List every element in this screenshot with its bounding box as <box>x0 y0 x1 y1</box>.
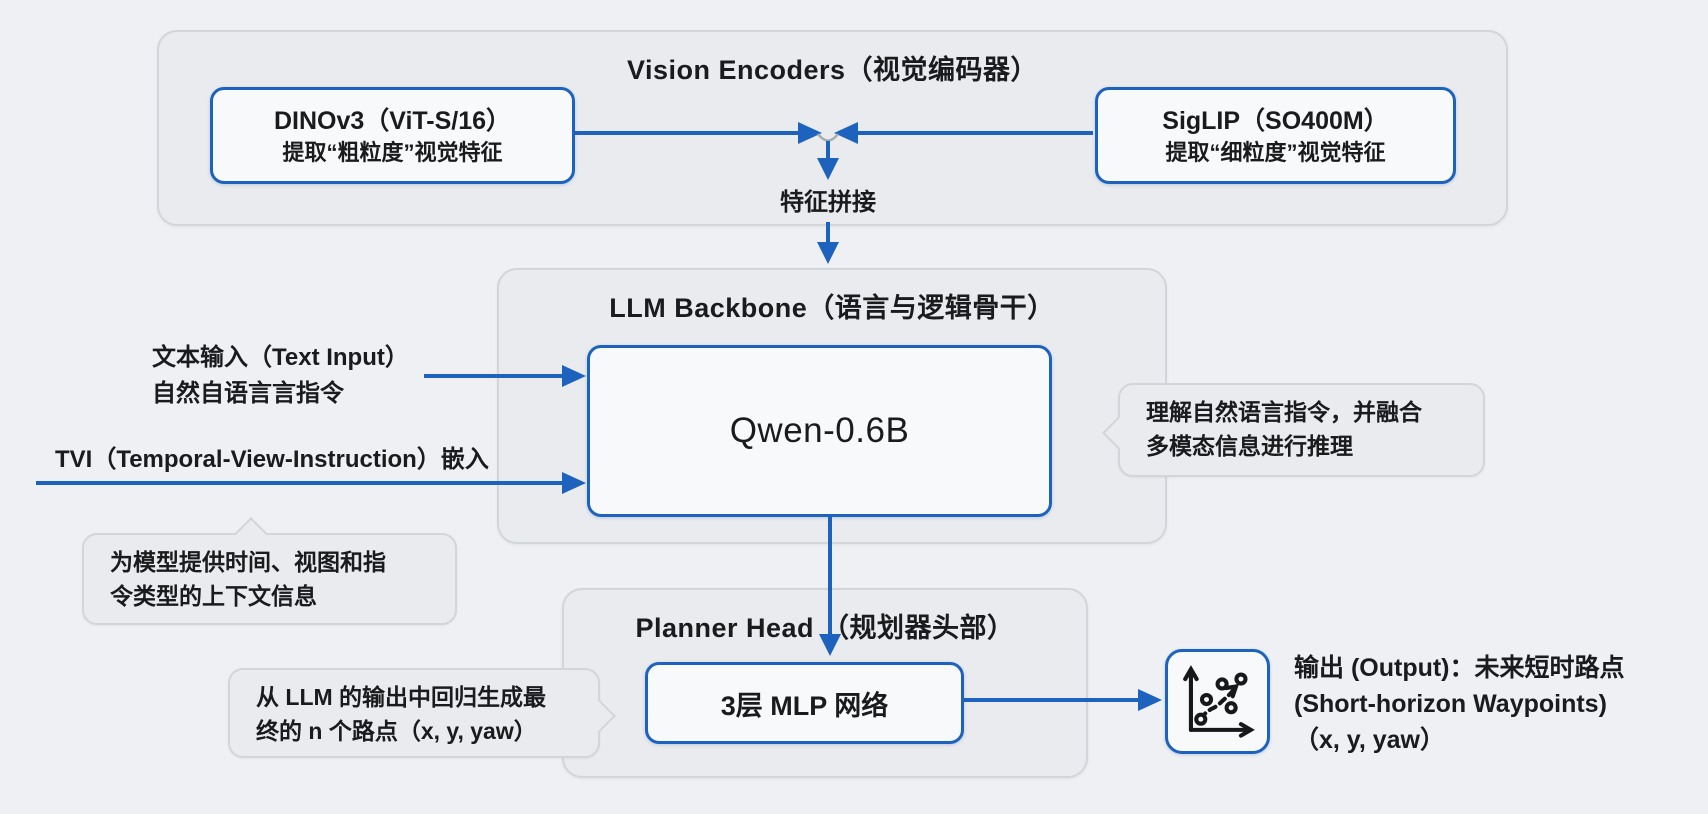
output-line1: 输出 (Output)：未来短时路点 <box>1294 654 1625 682</box>
planner-head-panel: Planner Head （规划器头部） 3层 MLP 网络 <box>562 588 1088 778</box>
tvi-label: TVI（Temporal-View-Instruction）嵌入 <box>55 446 489 473</box>
text-input-label-line1: 文本输入（Text Input） <box>152 344 409 371</box>
output-text: 输出 (Output)：未来短时路点 (Short-horizon Waypoi… <box>1294 650 1625 758</box>
waypoints-chart-icon <box>1182 664 1255 738</box>
tvi-callout-line1: 为模型提供时间、视图和指 <box>110 549 386 575</box>
planner-callout-line1: 从 LLM 的输出中回归生成最 <box>256 684 547 710</box>
qwen-box: Qwen-0.6B <box>587 345 1052 517</box>
llm-backbone-title: LLM Backbone（语言与逻辑骨干） <box>609 293 1055 323</box>
feature-concat-label: 特征拼接 <box>780 189 876 216</box>
vision-encoders-title: Vision Encoders（视觉编码器） <box>626 55 1039 85</box>
vision-encoders-panel: Vision Encoders（视觉编码器） DINOv3（ViT-S/16） … <box>157 30 1508 226</box>
llm-callout-line1: 理解自然语言指令，并融合 <box>1146 399 1422 425</box>
llm-callout: 理解自然语言指令，并融合 多模态信息进行推理 <box>1102 383 1485 477</box>
siglip-box: SigLIP（SO400M） 提取“细粒度”视觉特征 <box>1095 87 1456 184</box>
dinov3-box: DINOv3（ViT-S/16） 提取“粗粒度”视觉特征 <box>210 87 575 184</box>
waypoints-icon-box <box>1165 649 1270 754</box>
planner-head-title: Planner Head （规划器头部） <box>635 613 1015 643</box>
output-line2: (Short-horizon Waypoints) <box>1294 690 1607 718</box>
tvi-callout: 为模型提供时间、视图和指 令类型的上下文信息 <box>82 517 457 625</box>
output-line3: （x, y, yaw） <box>1294 726 1445 754</box>
planner-callout-line2: 终的 n 个路点（x, y, yaw） <box>256 718 537 744</box>
planner-callout: 从 LLM 的输出中回归生成最 终的 n 个路点（x, y, yaw） <box>228 668 616 758</box>
qwen-label: Qwen-0.6B <box>729 411 910 450</box>
siglip-title: SigLIP（SO400M） <box>1162 106 1389 135</box>
tvi-callout-line2: 令类型的上下文信息 <box>110 583 317 609</box>
llm-callout-line2: 多模态信息进行推理 <box>1146 433 1353 459</box>
text-input-label-line2: 自然自语言言指令 <box>152 380 344 407</box>
mlp-label: 3层 MLP 网络 <box>720 690 889 721</box>
dinov3-title: DINOv3（ViT-S/16） <box>273 106 512 135</box>
mlp-box: 3层 MLP 网络 <box>645 662 964 744</box>
text-input-label: 文本输入（Text Input） 自然自语言言指令 <box>152 340 409 412</box>
dinov3-subtitle: 提取“粗粒度”视觉特征 <box>282 139 503 165</box>
siglip-subtitle: 提取“细粒度”视觉特征 <box>1165 139 1386 165</box>
llm-backbone-panel: LLM Backbone（语言与逻辑骨干） Qwen-0.6B <box>497 268 1167 544</box>
